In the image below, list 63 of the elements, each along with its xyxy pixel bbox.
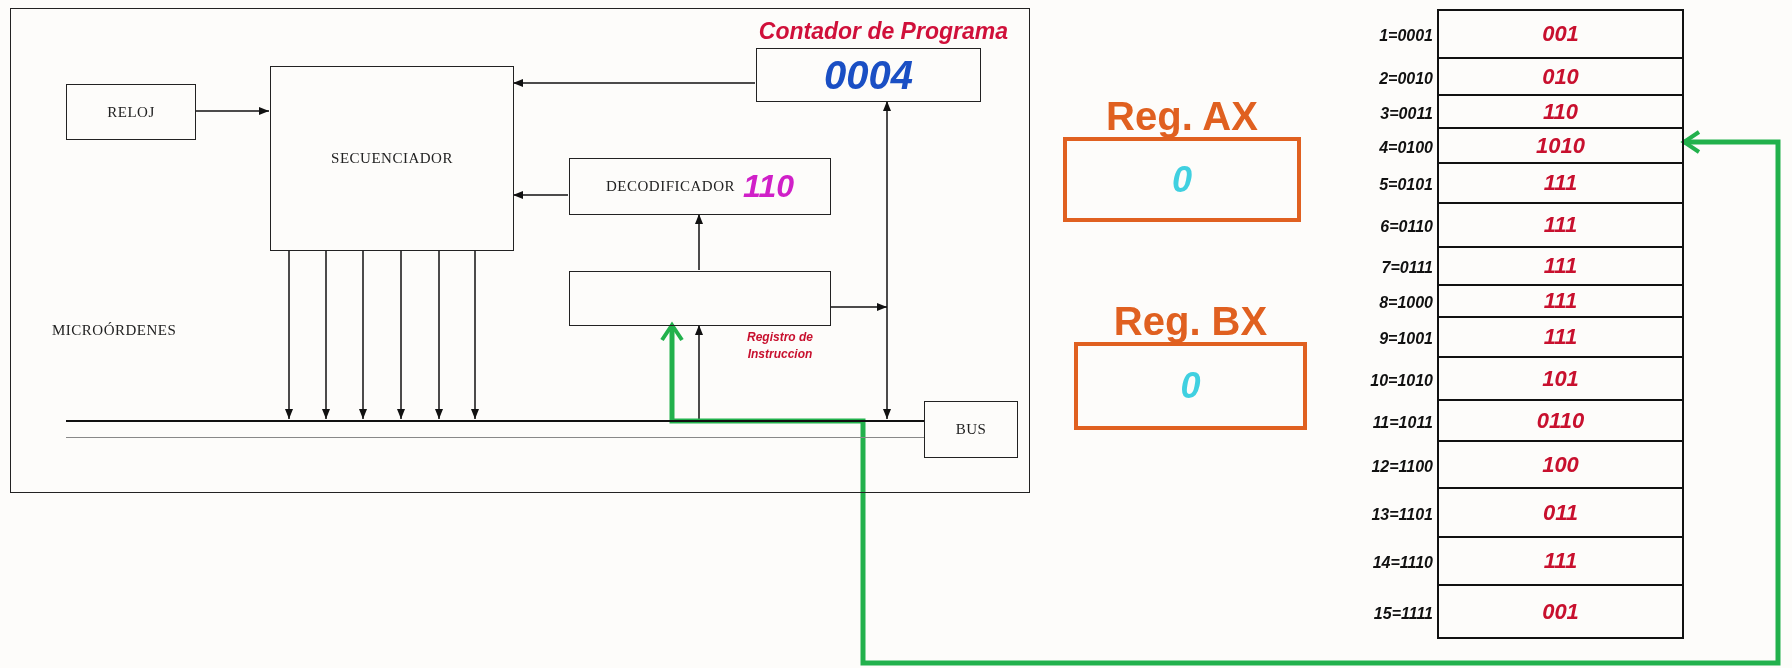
- box-label: BUS: [955, 421, 987, 438]
- memory-value: 010: [1542, 63, 1579, 90]
- register-value: 110: [743, 168, 794, 205]
- memory-value: 0110: [1536, 407, 1585, 434]
- memory-value: 111: [1543, 288, 1578, 314]
- register-caption: Registro de Instruccion: [746, 329, 814, 363]
- feedback-arrow: [660, 130, 1781, 666]
- process-box: [924, 401, 1018, 458]
- address-label: 5=0101: [1379, 175, 1433, 194]
- address-label: 15=1111: [1373, 604, 1433, 623]
- box-label: SECUENCIADOR: [331, 150, 453, 167]
- address-label: 3=0011: [1380, 104, 1433, 123]
- arrow: [194, 107, 270, 115]
- address-label: 8=1000: [1379, 293, 1433, 312]
- memory-value: 101: [1542, 365, 1579, 392]
- register-title: Reg. AX: [1105, 94, 1259, 139]
- address-label: 1=0001: [1379, 26, 1433, 45]
- memory-value: 111: [1543, 212, 1578, 238]
- address-label: 13=1101: [1371, 505, 1433, 524]
- register-title: Contador de Programa: [758, 18, 1008, 45]
- arrow: [512, 191, 569, 199]
- register-title: Reg. BX: [1112, 299, 1269, 344]
- process-box: [270, 66, 514, 251]
- arrow: [829, 303, 888, 311]
- arrow: [397, 249, 405, 420]
- address-label: 14=1110: [1372, 553, 1433, 572]
- bus-lines: [66, 420, 924, 438]
- arrow: [471, 249, 479, 420]
- register-value: 0: [1180, 365, 1201, 407]
- address-label: 2=0010: [1379, 69, 1433, 88]
- register-value: 0: [1172, 158, 1192, 201]
- address-label: 11=1011: [1372, 413, 1433, 432]
- arrow: [695, 324, 703, 420]
- memory-value: 111: [1543, 324, 1578, 350]
- process-box: [66, 84, 196, 140]
- arrow: [285, 249, 293, 420]
- memory-value: 111: [1543, 548, 1578, 574]
- memory-value: 011: [1542, 499, 1579, 526]
- memory-value: 111: [1543, 253, 1578, 279]
- process-box: [569, 158, 831, 215]
- memory-value: 110: [1542, 98, 1579, 125]
- address-label: 9=1001: [1379, 329, 1433, 348]
- arrow: [322, 249, 330, 420]
- arrow: [695, 213, 703, 271]
- arrow: [512, 79, 756, 87]
- memory-value: 001: [1542, 21, 1579, 47]
- address-label: 7=0111: [1381, 258, 1433, 277]
- side-label: MICROÓRDENES: [52, 322, 177, 339]
- diagram-frame: [10, 8, 1030, 493]
- address-label: 4=0100: [1379, 138, 1433, 157]
- address-label: 12=1100: [1371, 457, 1433, 476]
- address-label: 10=1010: [1370, 371, 1433, 390]
- arrow: [359, 249, 367, 420]
- arrow: [435, 249, 443, 420]
- register-value: 0004: [824, 52, 913, 98]
- arrow: [883, 100, 891, 420]
- memory-value: 1010: [1536, 132, 1585, 159]
- memory-value: 111: [1543, 170, 1578, 196]
- memory-value: 100: [1542, 451, 1579, 478]
- memory-value: 001: [1542, 598, 1579, 625]
- address-label: 6=0110: [1380, 217, 1433, 236]
- box-label: DECODIFICADOR: [606, 178, 735, 195]
- box-label: RELOJ: [107, 103, 155, 121]
